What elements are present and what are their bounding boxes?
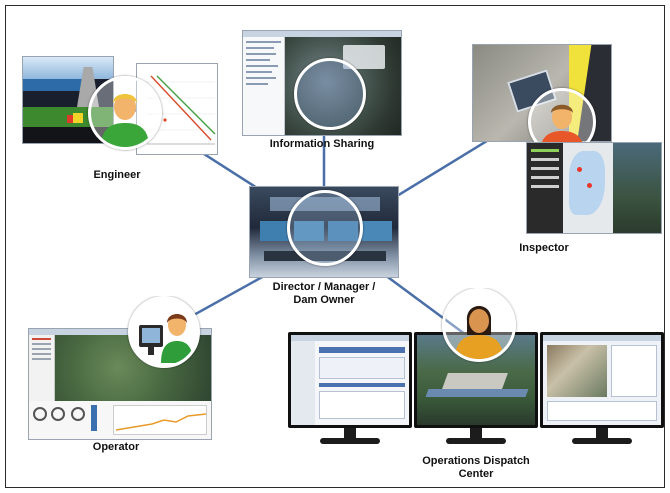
information-sharing-label: Information Sharing [269,138,375,150]
dispatch-monitor-right [540,332,664,428]
operator-avatar-ring [128,296,200,368]
engineer-person-icon [101,94,149,147]
dispatch-label-line1: Operations Dispatch [422,455,530,467]
dispatch-monitor-right-base [572,438,632,444]
operator-at-computer-icon [139,314,193,363]
operator-label: Operator [92,441,140,453]
inspector-label: Inspector [519,242,569,254]
diagram-frame: Engineer Information Sharing [5,5,665,488]
operator-trend-graphic [115,413,207,431]
director-node [249,186,399,278]
engineer-avatar-ring [88,76,162,150]
dispatch-avatar-ring [442,288,516,362]
dispatch-person-icon [455,306,503,359]
dispatch-monitor-right-stand [596,428,608,438]
operations-dispatch-node [288,288,664,454]
inspector-mobile-map-screenshot [526,142,662,234]
engineer-label: Engineer [93,169,141,181]
information-sharing-node [242,30,402,136]
dispatch-monitor-center-stand [470,428,482,438]
information-sharing-focus-ring [294,58,366,130]
dispatch-monitor-center-base [446,438,506,444]
operator-node [28,296,218,442]
inspector-node [472,44,664,236]
dispatch-label-line2: Center [458,468,494,480]
engineer-node [16,48,226,160]
director-label-line1: Director / Manager / [272,281,376,293]
dispatch-monitor-left-base [320,438,380,444]
dispatch-monitor-center [414,332,538,428]
dispatch-monitor-left-stand [344,428,356,438]
engineer-dam-section-screenshot [22,56,114,144]
director-focus-ring [287,190,363,266]
operator-scada-screenshot [28,328,212,440]
dispatch-monitor-left [288,332,412,428]
director-label-line2: Dam Owner [293,294,355,306]
